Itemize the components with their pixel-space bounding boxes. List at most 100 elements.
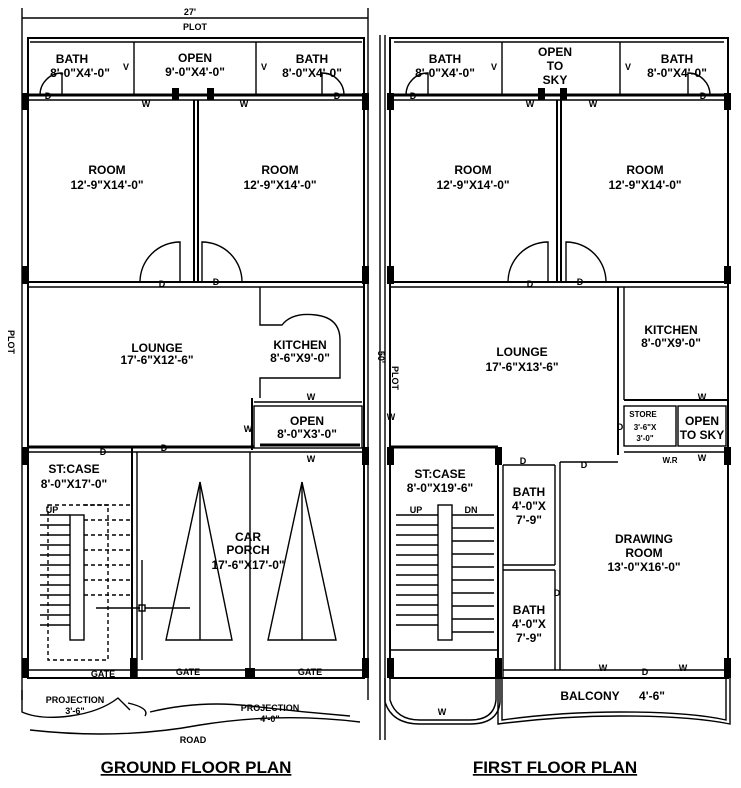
gf-window-mark: W <box>244 424 253 434</box>
gf-stair-name: ST:CASE <box>48 462 99 476</box>
ff-bath-left-size: 8'-0"X4'-0" <box>415 66 475 80</box>
ff-wr-label: W.R <box>662 456 677 465</box>
gf-window-mark: W <box>307 454 316 464</box>
ff-drawing-line1: DRAWING <box>615 532 673 546</box>
gf-room-right-size: 12'-9"X14'-0" <box>243 178 316 192</box>
ff-room-right-name: ROOM <box>626 163 663 177</box>
ff-bath-right-name: BATH <box>661 52 693 66</box>
ff-bath-right-size: 8'-0"X4'-0" <box>647 66 707 80</box>
ff-lounge-name: LOUNGE <box>496 345 547 359</box>
gf-door-mark: D <box>213 277 220 287</box>
gf-gate-3: GATE <box>298 667 322 677</box>
ff-room-right-size: 12'-9"X14'-0" <box>608 178 681 192</box>
gf-projection-right-name: PROJECTION <box>241 703 300 713</box>
ff-door-mark: D <box>617 422 624 432</box>
ff-open-sky-line2: TO <box>547 59 563 73</box>
ff-lounge-size: 17'-6"X13'-6" <box>485 360 558 374</box>
gf-car-line2: PORCH <box>226 543 269 557</box>
gf-door-mark: D <box>334 91 341 101</box>
mid-plot-label: PLOT <box>390 366 400 391</box>
ff-bath-left-name: BATH <box>429 52 461 66</box>
ff-stair-name: ST:CASE <box>414 467 465 481</box>
ff-door-mark: D <box>520 456 527 466</box>
ff-door-mark: D <box>577 277 584 287</box>
ff-door-mark: D <box>527 279 534 289</box>
gf-gate-1: GATE <box>91 669 115 679</box>
gf-vent-mark: V <box>123 62 129 72</box>
gf-vent-mark: V <box>261 62 267 72</box>
gf-projection-left-size: 3'-6" <box>65 706 84 716</box>
gf-room-right-name: ROOM <box>261 163 298 177</box>
gf-door-mark: D <box>159 279 166 289</box>
ff-drawing-size: 13'-0"X16'-0" <box>607 560 680 574</box>
gf-projection-left-name: PROJECTION <box>46 695 105 705</box>
ff-door-mark: D <box>554 588 561 598</box>
gf-gate-2: GATE <box>176 667 200 677</box>
ff-window-mark: W <box>599 663 608 673</box>
ff-vent-mark: V <box>625 62 631 72</box>
road-label: ROAD <box>180 735 207 745</box>
gf-car-size: 17'-6"X17'-0" <box>211 558 284 572</box>
ff-store-size1: 3'-6"X <box>634 423 657 432</box>
ff-window-mark: W <box>589 99 598 109</box>
ff-bath1-size2: 7'-9" <box>516 513 542 527</box>
ff-window-mark: W <box>526 99 535 109</box>
ff-window-mark: W <box>698 392 707 402</box>
ff-door-mark: D <box>410 91 417 101</box>
gf-open-top-size: 9'-0"X4'-0" <box>165 65 225 79</box>
ff-store-name: STORE <box>629 410 657 419</box>
ff-door-mark: D <box>700 91 707 101</box>
ff-stair-up: UP <box>410 505 423 515</box>
gf-door-mark: D <box>45 91 52 101</box>
left-plot-label: PLOT <box>6 330 16 355</box>
gf-window-mark: W <box>307 392 316 402</box>
ff-open-sky2-line1: OPEN <box>685 414 719 428</box>
gf-room-left-size: 12'-9"X14'-0" <box>70 178 143 192</box>
gf-window-mark: W <box>142 99 151 109</box>
gf-bath-left-size: 8'-0"X4'-0" <box>50 66 110 80</box>
mid-dimension: 50' <box>376 351 386 363</box>
ff-balcony-size: 4'-6" <box>639 689 665 703</box>
gf-stair-size: 8'-0"X17'-0" <box>41 477 107 491</box>
ff-open-sky2-line2: TO SKY <box>680 428 724 442</box>
ff-kitchen-size: 8'-0"X9'-0" <box>641 336 701 350</box>
ff-bath2-name: BATH <box>513 603 545 617</box>
ff-room-left-name: ROOM <box>454 163 491 177</box>
ff-open-sky-line3: SKY <box>543 73 568 87</box>
gf-car-line1: CAR <box>235 530 261 544</box>
ff-bath2-size1: 4'-0"X <box>512 617 546 631</box>
top-plot-label: PLOT <box>183 22 208 32</box>
gf-bath-left-name: BATH <box>56 52 88 66</box>
ff-vent-mark: V <box>491 62 497 72</box>
top-dimension: 27' <box>184 7 196 17</box>
gf-open-mid-size: 8'-0"X3'-0" <box>277 427 337 441</box>
ff-window-mark: W <box>387 412 396 422</box>
ff-window-mark: W <box>438 707 447 717</box>
gf-plan-title: GROUND FLOOR PLAN <box>101 758 292 777</box>
ff-door-mark: D <box>642 667 649 677</box>
gf-kitchen-name: KITCHEN <box>273 338 326 352</box>
gf-kitchen-size: 8'-6"X9'-0" <box>270 351 330 365</box>
gf-lounge-size: 17'-6"X12'-6" <box>120 353 193 367</box>
gf-door-mark: D <box>100 447 107 457</box>
gf-door-mark: D <box>161 443 168 453</box>
gf-bath-right-name: BATH <box>296 52 328 66</box>
gf-room-left-name: ROOM <box>88 163 125 177</box>
ff-stair-size: 8'-0"X19'-6" <box>407 481 473 495</box>
ff-store-size2: 3'-0" <box>636 434 653 443</box>
gf-open-top-name: OPEN <box>178 51 212 65</box>
gf-stair-up: UP <box>46 505 59 515</box>
ff-door-mark: D <box>581 460 588 470</box>
ff-room-left-size: 12'-9"X14'-0" <box>436 178 509 192</box>
gf-lounge-name: LOUNGE <box>131 341 182 355</box>
gf-projection-right-size: 4'-0" <box>260 714 279 724</box>
ff-window-mark: W <box>679 663 688 673</box>
ff-stair-dn: DN <box>465 505 478 515</box>
gf-window-mark: W <box>240 99 249 109</box>
ff-open-sky-line1: OPEN <box>538 45 572 59</box>
gf-bath-right-size: 8'-0"X4'-0" <box>282 66 342 80</box>
ff-drawing-line2: ROOM <box>625 546 662 560</box>
gf-open-mid-name: OPEN <box>290 414 324 428</box>
ff-bath2-size2: 7'-9" <box>516 631 542 645</box>
